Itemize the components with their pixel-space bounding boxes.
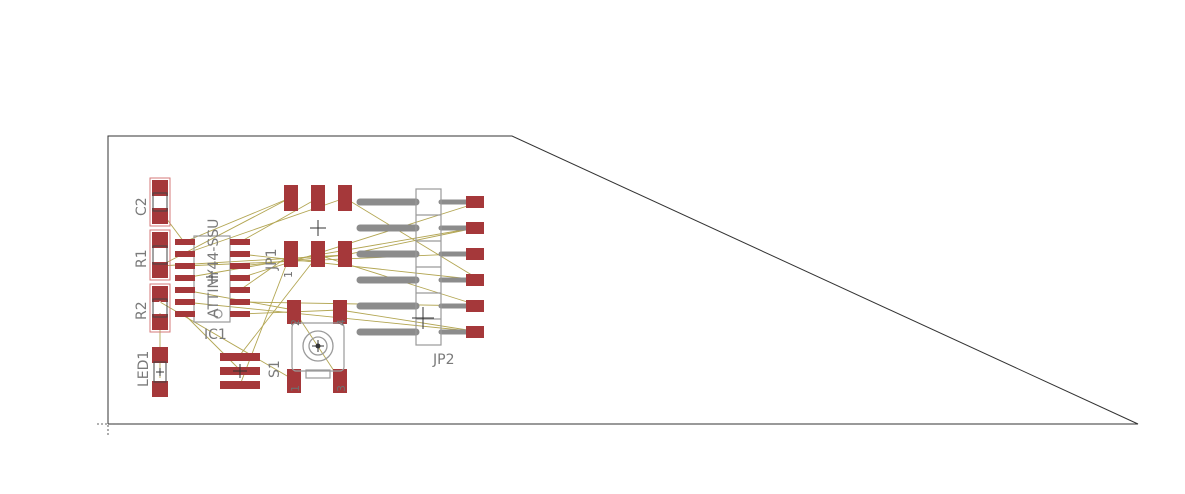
board-outline xyxy=(107,135,1139,425)
capacitor-c2[interactable]: C2 xyxy=(134,177,171,227)
s1-pin4-label: 4 xyxy=(335,319,348,326)
connector-jp2[interactable]: JP2 xyxy=(356,188,484,368)
resistor-r1[interactable]: R1 xyxy=(134,229,171,281)
jp2-pads xyxy=(466,196,484,338)
ic1-value-label: ATTINY44-SSU xyxy=(206,219,222,318)
jp2-pins xyxy=(356,198,469,336)
s1-label: S1 xyxy=(267,360,283,378)
jp1-pin1-label: 1 xyxy=(282,271,295,278)
ic1-right-pads xyxy=(230,239,250,317)
connector-jp1[interactable]: JP1 1 xyxy=(264,185,352,278)
c2-label: C2 xyxy=(134,197,150,216)
jp1-label: JP1 xyxy=(264,249,280,271)
ic-attiny44[interactable]: ATTINY44-SSU IC1 xyxy=(175,219,250,343)
ic1-left-pads xyxy=(175,239,195,317)
r2-label: R2 xyxy=(134,301,150,320)
r1-label: R1 xyxy=(134,249,150,268)
header-smd-pads[interactable] xyxy=(220,353,260,389)
jp2-label: JP2 xyxy=(432,352,454,368)
resistor-r2[interactable]: R2 xyxy=(134,283,171,333)
s1-pin1-label: 1 xyxy=(289,385,302,392)
led-led1[interactable]: LED1 xyxy=(136,347,168,397)
s1-pin2-label: 2 xyxy=(289,319,302,326)
s1-pin3-label: 3 xyxy=(335,385,348,392)
led1-label: LED1 xyxy=(136,351,152,387)
switch-s1[interactable]: S1 1 2 3 4 xyxy=(267,300,348,393)
ic1-name-label: IC1 xyxy=(204,327,227,343)
